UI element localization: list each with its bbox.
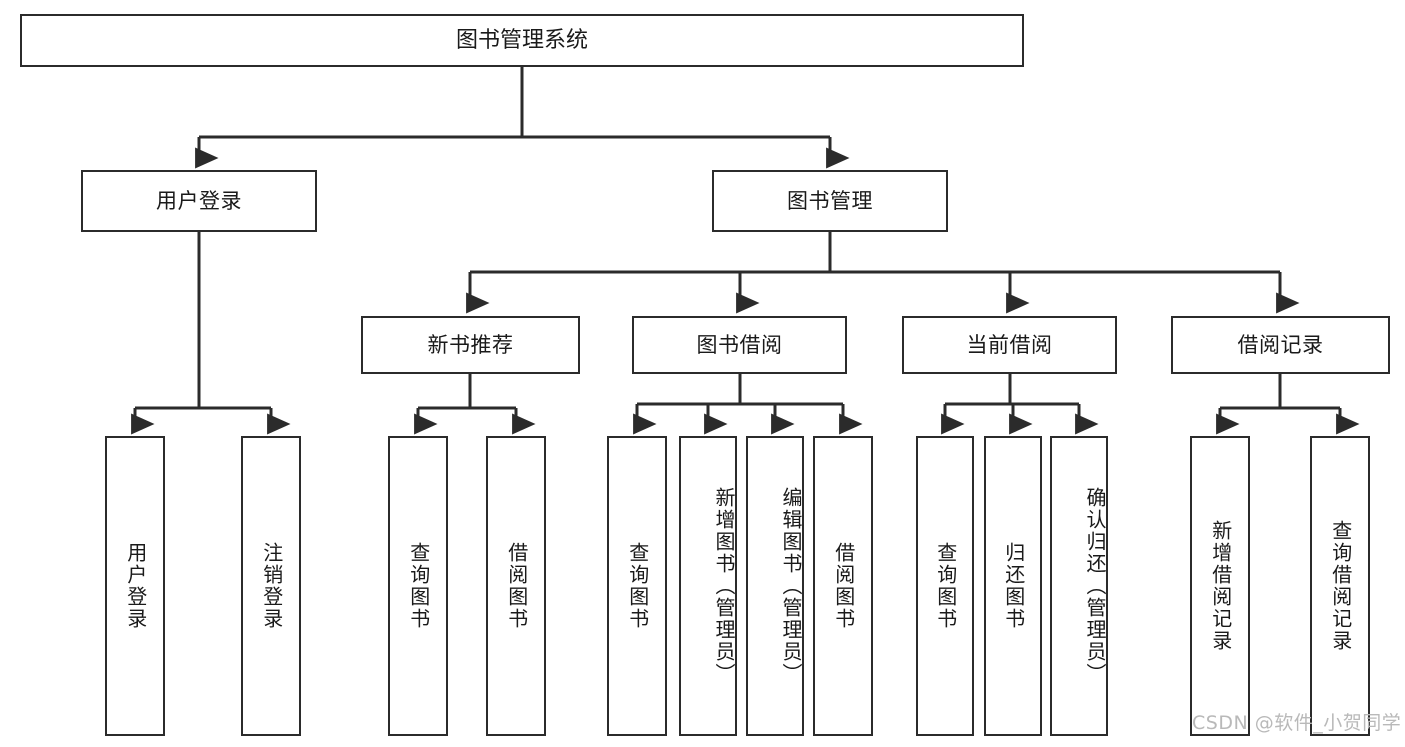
leaf-return-book[interactable]: 归还图书 xyxy=(984,436,1042,736)
node-label: 归还图书 xyxy=(1001,542,1026,630)
leaf-add-book-admin[interactable]: 新增图书（管理员） xyxy=(679,436,737,736)
leaf-logout[interactable]: 注销登录 xyxy=(241,436,301,736)
node-label: 当前借阅 xyxy=(966,332,1053,357)
node-label: 图书管理 xyxy=(787,188,873,213)
leaf-query-book-borrow[interactable]: 查询图书 xyxy=(607,436,667,736)
node-label: 查询图书 xyxy=(933,542,958,630)
node-new-book-recommend[interactable]: 新书推荐 xyxy=(361,316,580,374)
node-label: 查询图书 xyxy=(625,542,650,630)
node-label: 借阅图书 xyxy=(504,542,529,630)
node-label: 查询图书 xyxy=(406,542,431,630)
node-label: 图书借阅 xyxy=(696,332,783,357)
leaf-add-borrow-record[interactable]: 新增借阅记录 xyxy=(1190,436,1250,736)
node-label: 借阅图书 xyxy=(831,542,856,630)
leaf-borrow-book-newbook[interactable]: 借阅图书 xyxy=(486,436,546,736)
node-label: 注销登录 xyxy=(259,542,284,630)
node-label: 确认归还（管理员） xyxy=(1083,487,1107,685)
leaf-query-borrow-record[interactable]: 查询借阅记录 xyxy=(1310,436,1370,736)
node-label: 新增借阅记录 xyxy=(1208,520,1233,652)
node-book-borrow[interactable]: 图书借阅 xyxy=(632,316,847,374)
node-label: 借阅记录 xyxy=(1237,332,1324,357)
node-user-login[interactable]: 用户登录 xyxy=(81,170,317,232)
leaf-query-book-current[interactable]: 查询图书 xyxy=(916,436,974,736)
leaf-edit-book-admin[interactable]: 编辑图书（管理员） xyxy=(746,436,804,736)
node-label: 用户登录 xyxy=(156,188,242,213)
node-label: 用户登录 xyxy=(123,542,148,630)
node-label: 编辑图书（管理员） xyxy=(779,487,803,685)
node-label: 图书管理系统 xyxy=(455,27,588,53)
node-borrow-records[interactable]: 借阅记录 xyxy=(1171,316,1390,374)
node-label: 新书推荐 xyxy=(427,332,514,357)
leaf-user-login[interactable]: 用户登录 xyxy=(105,436,165,736)
node-label: 查询借阅记录 xyxy=(1328,520,1353,652)
node-current-borrow[interactable]: 当前借阅 xyxy=(902,316,1117,374)
leaf-query-book-newbook[interactable]: 查询图书 xyxy=(388,436,448,736)
node-label: 新增图书（管理员） xyxy=(712,487,736,685)
leaf-borrow-book-borrow[interactable]: 借阅图书 xyxy=(813,436,873,736)
leaf-confirm-return-admin[interactable]: 确认归还（管理员） xyxy=(1050,436,1108,736)
node-root-system[interactable]: 图书管理系统 xyxy=(20,14,1024,67)
node-book-management[interactable]: 图书管理 xyxy=(712,170,948,232)
